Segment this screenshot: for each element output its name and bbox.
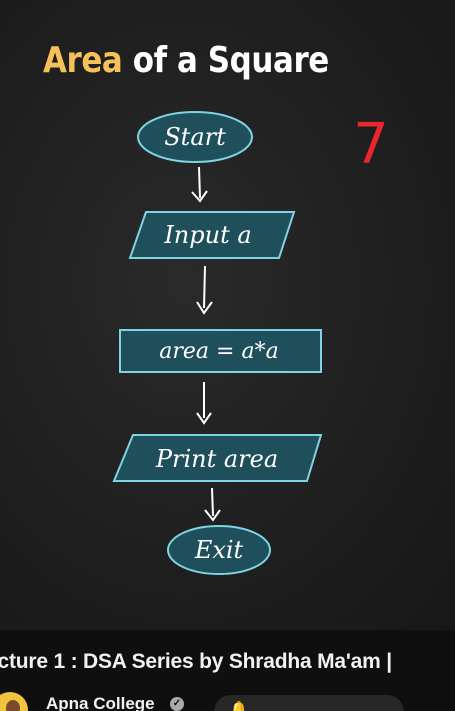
video-title[interactable]: ecture 1 : DSA Series by Shradha Ma'am | [0, 650, 392, 673]
subscribe-button[interactable]: 🔔 [214, 695, 404, 711]
flowchart-output: Print area [112, 434, 323, 482]
channel-name[interactable]: Apna College [46, 694, 155, 711]
avatar-face [6, 700, 20, 711]
flowchart-arrow [196, 382, 212, 425]
annotation-number: 7 [353, 112, 389, 177]
flowchart-process: area = a*a [119, 329, 322, 373]
video-player[interactable]: Area of a Square Start Input a [0, 0, 455, 630]
slide-title-rest: of a Square [122, 40, 330, 81]
flowchart-arrow [204, 487, 221, 522]
flowchart-start-label: Start [164, 123, 226, 151]
flowchart-end: Exit [167, 525, 271, 575]
flowchart-arrow [196, 265, 213, 315]
flowchart-input: Input a [128, 211, 296, 259]
flowchart-start: Start [137, 111, 253, 163]
flowchart-process-label: area = a*a [159, 339, 278, 364]
check-circle-icon: ✓ [170, 697, 184, 711]
bell-icon: 🔔 [230, 700, 248, 711]
flowchart-input-label: Input a [163, 221, 251, 249]
flowchart-output-label: Print area [155, 445, 278, 473]
video-info: ecture 1 : DSA Series by Shradha Ma'am |… [0, 630, 455, 711]
flowchart-arrow [191, 166, 208, 203]
flowchart-end-label: Exit [194, 536, 244, 564]
slide-title: Area of a Square [43, 40, 329, 81]
flowchart: Start Input a area = a*a [112, 111, 389, 575]
channel-row: Apna College ✓ 🔔 [0, 692, 455, 711]
avatar[interactable] [0, 692, 28, 711]
slide-title-accent: Area [43, 40, 123, 81]
